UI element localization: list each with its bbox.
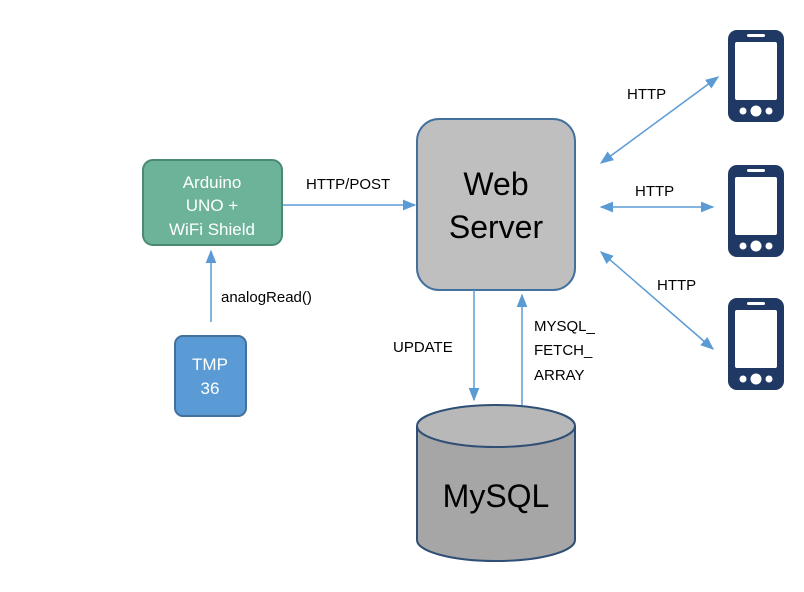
tmp-label-line1: TMP <box>192 355 228 374</box>
web-server-label-line2: Server <box>449 209 544 245</box>
tmp36-node: TMP 36 <box>174 335 247 417</box>
mysql-database-node: MySQL <box>416 404 576 562</box>
arduino-label-line1: Arduino <box>183 173 242 192</box>
fetch-label-line1: MYSQL_ <box>534 318 596 335</box>
fetch-label-line3: ARRAY <box>534 367 585 384</box>
arduino-node: Arduino UNO + WiFi Shield <box>142 159 283 246</box>
smartphone-icon <box>728 30 784 122</box>
http-arrow-bottom <box>599 251 715 350</box>
smartphone-icon <box>728 298 784 390</box>
mysql-label: MySQL <box>443 478 550 514</box>
http-label-bottom: HTTP <box>657 277 696 294</box>
web-server-label-line1: Web <box>463 166 528 202</box>
update-label: UPDATE <box>393 339 453 356</box>
arduino-label-line3: WiFi Shield <box>169 220 255 239</box>
tmp-label-line2: 36 <box>201 379 220 398</box>
arduino-label-line2: UNO + <box>186 196 239 215</box>
fetch-label-line2: FETCH_ <box>534 342 593 359</box>
http-label-middle: HTTP <box>635 183 674 200</box>
http-post-label: HTTP/POST <box>306 176 390 193</box>
smartphone-icon <box>728 165 784 257</box>
http-label-top: HTTP <box>627 86 666 103</box>
analogread-label: analogRead() <box>221 289 312 306</box>
web-server-node: Web Server <box>416 118 576 291</box>
http-arrow-top <box>599 76 720 164</box>
